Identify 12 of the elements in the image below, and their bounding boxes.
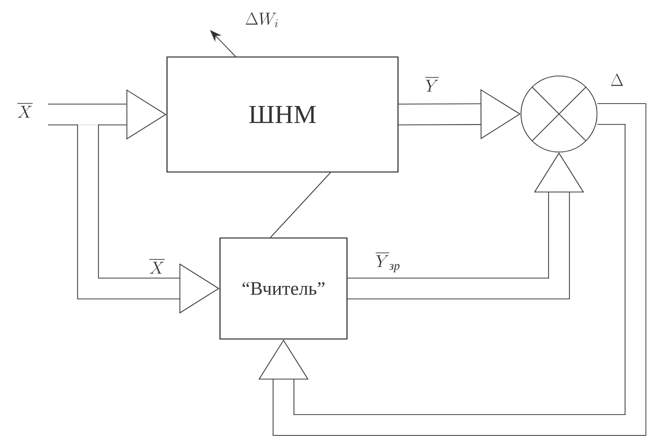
hollow-arrow [258, 103, 646, 436]
process-box: “Вчитель” [219, 237, 348, 340]
edge-label: $\overline{X}$ [148, 257, 166, 275]
edge-label: $\Delta W_i$ [244, 12, 280, 28]
edge-label: $\overline{X}$ [16, 101, 34, 119]
arrow [210, 30, 236, 57]
summing-junction [520, 76, 598, 152]
edge-label: $\Delta$ [609, 73, 625, 87]
process-box: ШНМ [166, 56, 399, 173]
connector-line [270, 172, 331, 238]
edge-label: $\overline{Y}$ [424, 75, 440, 93]
edge-label: $\overline{Y}_{\text{\itshape зр}}$ [374, 250, 402, 274]
